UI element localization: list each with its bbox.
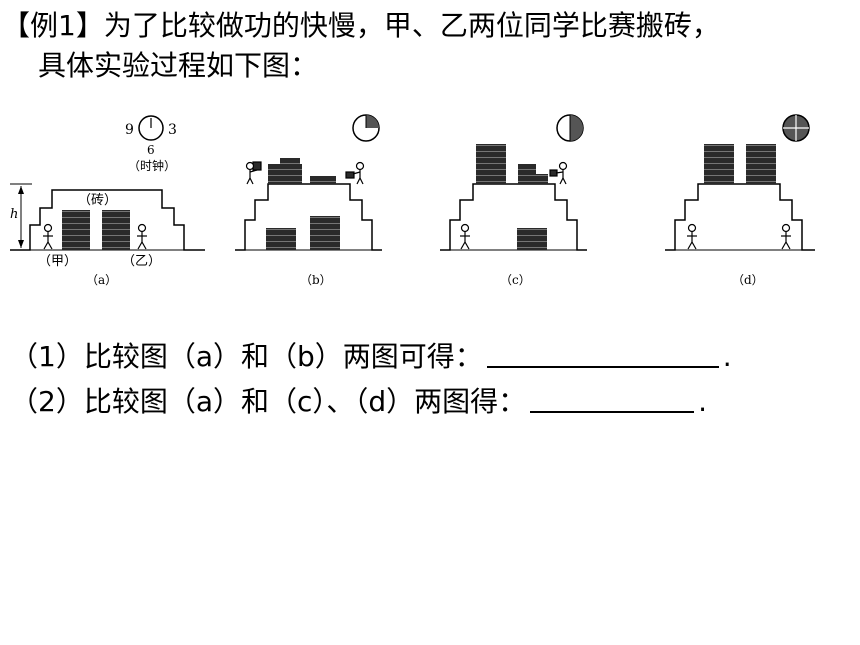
person-yi-icon [137,223,147,250]
problem-line-1: 【例1】为了比较做功的快慢，甲、乙两位同学比赛搬砖， [2,9,720,42]
brick-stack [62,210,90,250]
clock-caption: （时钟） [128,158,176,173]
height-label: h [10,207,18,222]
clock-icon [138,115,164,141]
question-2-text: （2）比较图（a）和（c）、（d）两图得： [10,385,527,418]
clock-number-9: 9 [125,122,134,138]
brick-stack [268,164,302,184]
person-jia-icon [460,223,470,250]
answer-blank-2[interactable] [530,383,695,413]
brick-stack [266,228,296,250]
person-yi-icon [549,161,568,185]
question-2-end: . [698,385,708,418]
brick-stack [517,228,547,250]
clock-icon [556,114,584,142]
person-jia-icon [245,161,262,185]
brick-stack [746,144,776,184]
brick-stack [280,158,300,164]
brick-stack [310,176,336,184]
person-jia-label: （甲） [38,254,77,269]
panel-label-d: （d） [732,273,764,287]
question-1: （1）比较图（a）和（b）两图可得：. [10,338,732,375]
brick-stack [704,144,734,184]
person-yi-icon [345,161,365,185]
panel-b: （b） [235,114,382,287]
brick-stack [536,174,548,184]
person-yi-icon [781,223,791,250]
brick-stack [476,144,506,184]
panel-c: （c） [440,114,587,287]
clock-icon [782,114,810,142]
brick-stack [310,216,340,250]
problem-line-2: 具体实验过程如下图： [38,49,319,82]
question-2: （2）比较图（a）和（c）、（d）两图得：. [10,383,707,420]
clock-icon [352,114,380,142]
person-jia-icon [43,223,53,250]
answer-blank-1[interactable] [486,338,719,368]
question-1-text: （1）比较图（a）和（b）两图可得： [10,340,483,373]
person-yi-label: （乙） [122,254,161,269]
panel-label-c: （c） [500,273,531,287]
question-1-end: . [722,340,732,373]
brick-label: （砖） [78,193,117,208]
brick-stack [518,164,536,184]
person-jia-icon [687,223,697,250]
panel-a: 9 3 6 （时钟） h （砖） （甲） [10,115,205,287]
panel-label-b: （b） [300,273,332,287]
panel-d: （d） [665,114,815,287]
brick-stack [102,210,130,250]
panel-label-a: （a） [86,273,117,287]
clock-number-3: 3 [168,122,177,138]
clock-number-6: 6 [147,143,155,157]
brick-experiment-figure: 9 3 6 （时钟） h （砖） （甲） [10,114,815,287]
